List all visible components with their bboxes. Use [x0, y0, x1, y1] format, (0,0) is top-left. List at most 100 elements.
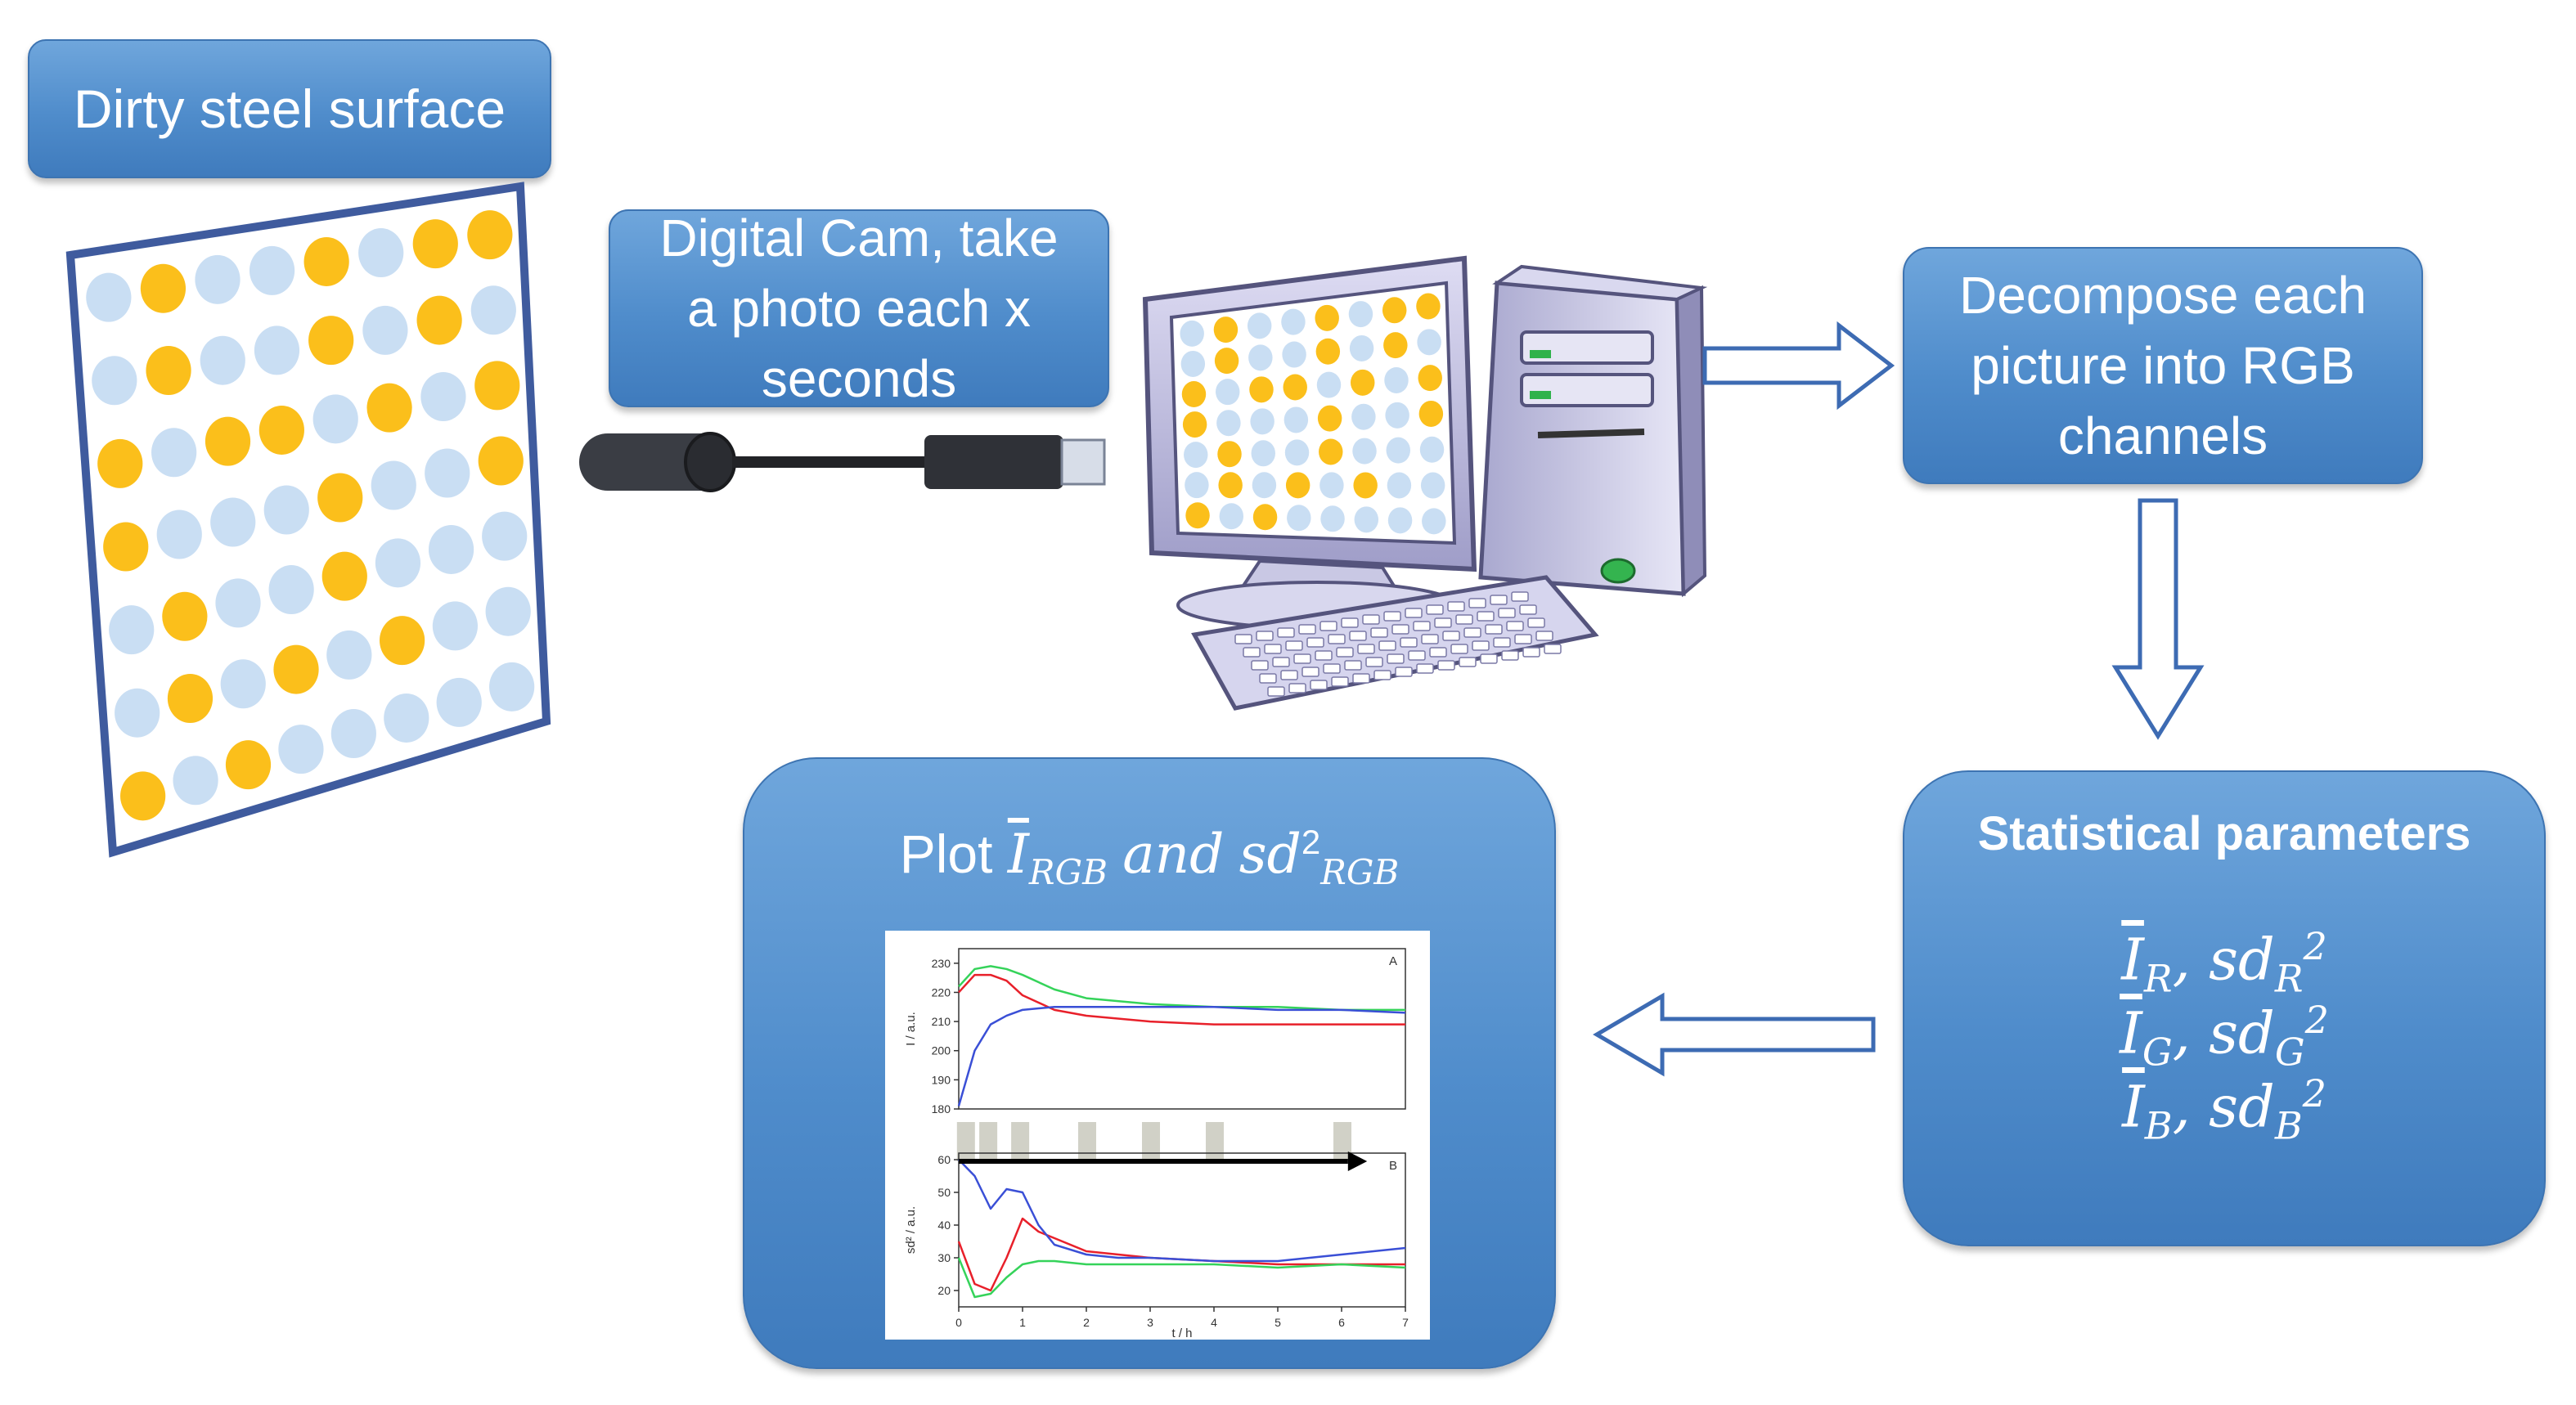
yellow-dot	[162, 591, 208, 641]
keyboard-key	[1280, 670, 1298, 680]
blue-dot	[1185, 472, 1209, 499]
keyboard-key	[1519, 604, 1537, 615]
yellow-dot	[1283, 374, 1307, 401]
keyboard-key	[1511, 591, 1529, 602]
stat-row-r: IR, sdR2	[2121, 924, 2327, 1001]
yellow-dot	[303, 236, 349, 286]
blue-dot	[482, 511, 528, 561]
yellow-dot	[1315, 338, 1341, 365]
computer-tower	[1478, 281, 1686, 596]
keyboard-key	[1328, 634, 1346, 644]
blue-dot	[1348, 301, 1373, 328]
surface-label-text: Dirty steel surface	[73, 79, 506, 139]
keyboard-key	[1272, 657, 1290, 667]
keyboard-key	[1277, 627, 1295, 638]
blue-dot	[1216, 379, 1240, 406]
blue-dot	[1284, 439, 1310, 466]
decompose-line-3: channels	[2057, 406, 2268, 465]
blue-dot	[278, 725, 324, 774]
y-axis-label: I / a.u.	[904, 1012, 918, 1046]
yellow-dot	[416, 295, 462, 345]
y-tick-label: 210	[932, 1015, 951, 1028]
blue-dot	[1316, 371, 1342, 398]
blue-dot	[173, 756, 218, 806]
stat-channel: R	[2143, 956, 2173, 1001]
decompose-step: Decompose each picture into RGB channels	[1903, 247, 2423, 484]
stat-row-b: IB, sdB2	[2122, 1071, 2326, 1148]
blue-dot	[1387, 507, 1413, 534]
stat-power: 2	[2302, 1071, 2326, 1115]
keyboard-key	[1267, 686, 1285, 697]
blue-dot	[86, 272, 132, 322]
stat-mean-symbol: I	[2121, 926, 2144, 994]
blue-dot	[1354, 506, 1379, 533]
keyboard-key	[1319, 621, 1337, 631]
y-tick-label: 180	[932, 1102, 951, 1115]
keyboard-key	[1243, 647, 1261, 658]
keyboard-key	[1370, 627, 1388, 638]
yellow-dot	[1416, 293, 1441, 320]
camera-label: Digital Cam, take a photo each x seconds	[609, 209, 1109, 408]
blue-dot	[215, 578, 261, 628]
yellow-dot	[97, 438, 143, 488]
x-axis-label: t / h	[1171, 1326, 1192, 1340]
blue-dot	[1319, 472, 1344, 499]
keyboard-key	[1395, 667, 1413, 677]
yellow-dot	[412, 219, 458, 269]
stat-var-symbol: sd	[2209, 926, 2275, 994]
keyboard-key	[1365, 657, 1383, 667]
plot-power: 2	[1301, 823, 1321, 861]
stat-channel: G	[2274, 1030, 2305, 1075]
yellow-dot	[1252, 504, 1278, 531]
keyboard-key	[1336, 647, 1354, 658]
y-tick-label: 40	[937, 1219, 951, 1232]
stat-mean-symbol: I	[2122, 1073, 2145, 1141]
keyboard-key	[1400, 637, 1418, 648]
keyboard-key	[1413, 621, 1431, 631]
blue-dot	[115, 688, 160, 738]
keyboard-key	[1544, 644, 1562, 654]
yellow-dot	[1353, 472, 1378, 499]
blue-dot	[1387, 472, 1412, 499]
y-tick-label: 60	[937, 1153, 951, 1166]
x-tick-label: 0	[955, 1316, 962, 1329]
yellow-dot	[1382, 297, 1407, 324]
keyboard-key	[1463, 627, 1481, 638]
steel-surface-panel	[65, 182, 551, 858]
yellow-dot	[146, 346, 191, 395]
blue-dot	[485, 586, 531, 636]
blue-dot	[1251, 440, 1275, 467]
y-tick-label: 20	[937, 1284, 951, 1297]
sample-thumbnail	[979, 1122, 998, 1161]
keyboard-key	[1378, 640, 1396, 651]
stat-mean-symbol: I	[2120, 999, 2142, 1067]
x-tick-label: 6	[1338, 1316, 1345, 1329]
series-line	[957, 1257, 1406, 1299]
yellow-dot	[380, 616, 425, 666]
y-tick-label: 190	[932, 1073, 951, 1086]
camera-label-line-3: seconds	[761, 349, 957, 408]
keyboard-key	[1506, 621, 1524, 631]
keyboard-key	[1310, 680, 1328, 690]
yellow-dot	[205, 416, 251, 466]
keyboard-key	[1498, 608, 1516, 618]
keyboard-key	[1234, 634, 1252, 644]
y-tick-label: 30	[937, 1251, 951, 1264]
sample-thumbnail	[1333, 1122, 1351, 1161]
blue-dot	[1386, 437, 1410, 464]
keyboard-key	[1493, 637, 1511, 648]
blue-dot	[428, 524, 474, 574]
camera-icon	[579, 432, 1106, 492]
stat-channel: B	[2144, 1103, 2173, 1148]
yellow-dot	[1218, 472, 1243, 499]
keyboard-key	[1357, 644, 1375, 654]
keyboard-key	[1285, 640, 1303, 651]
yellow-dot	[1213, 316, 1239, 343]
blue-dot	[489, 662, 535, 711]
yellow-dot	[1317, 405, 1342, 432]
blue-dot	[195, 254, 241, 304]
plot-conjunction: and	[1122, 823, 1225, 886]
keyboard-key	[1455, 614, 1473, 625]
